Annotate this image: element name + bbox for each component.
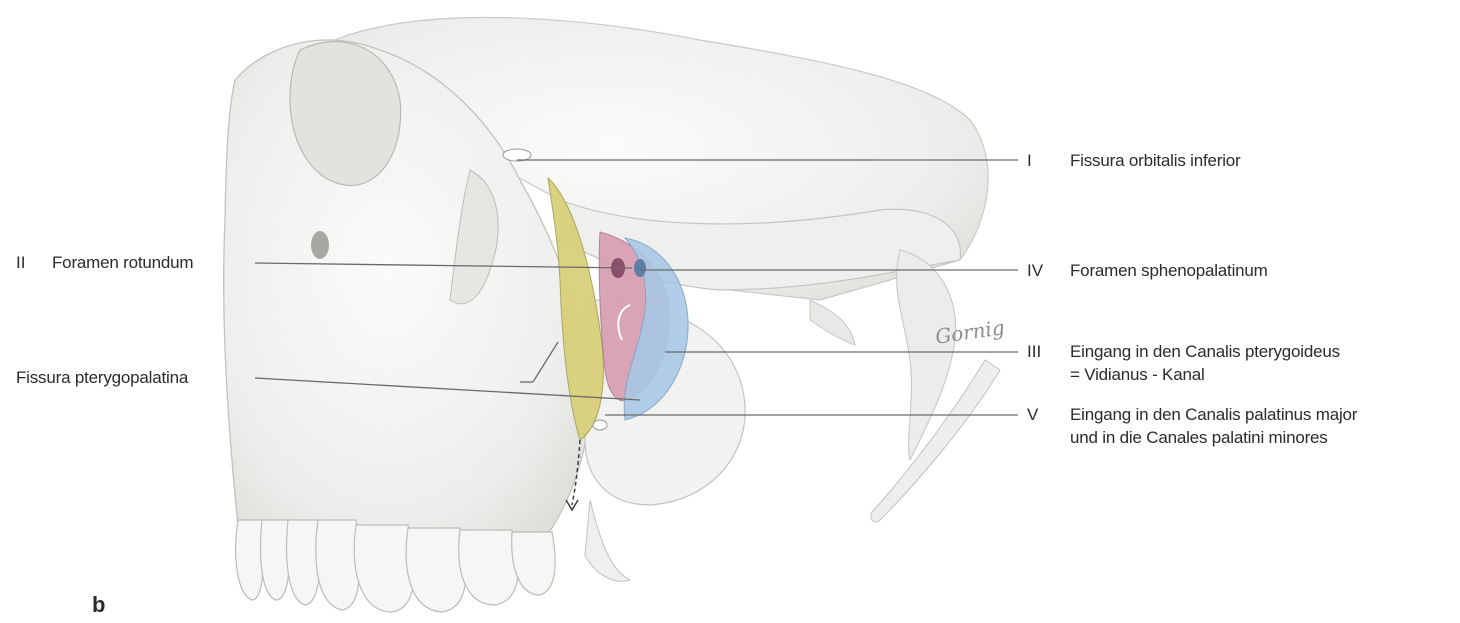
teeth (236, 520, 555, 612)
label-number-v: V (1027, 404, 1038, 426)
panel-letter: b (92, 592, 105, 618)
label-number-iv: IV (1027, 260, 1043, 282)
label-number-i: I (1027, 150, 1032, 172)
label-number-iii: III (1027, 341, 1041, 363)
label-canalis-pterygoideus-line1: Eingang in den Canalis pterygoideus (1070, 341, 1340, 363)
label-canalis-pterygoideus-line2: = Vidianus - Kanal (1070, 364, 1205, 386)
label-foramen-sphenopalatinum: Foramen sphenopalatinum (1070, 260, 1268, 282)
label-foramen-rotundum: Foramen rotundum (52, 252, 193, 274)
label-canalis-palatinus-line1: Eingang in den Canalis palatinus major (1070, 404, 1357, 426)
label-fissura-orbitalis-inferior: Fissura orbitalis inferior (1070, 150, 1241, 172)
label-fissura-pterygopalatina: Fissura pterygopalatina (16, 367, 188, 389)
label-canalis-palatinus-line2: und in die Canales palatini minores (1070, 427, 1328, 449)
label-number-ii: II (16, 252, 25, 274)
